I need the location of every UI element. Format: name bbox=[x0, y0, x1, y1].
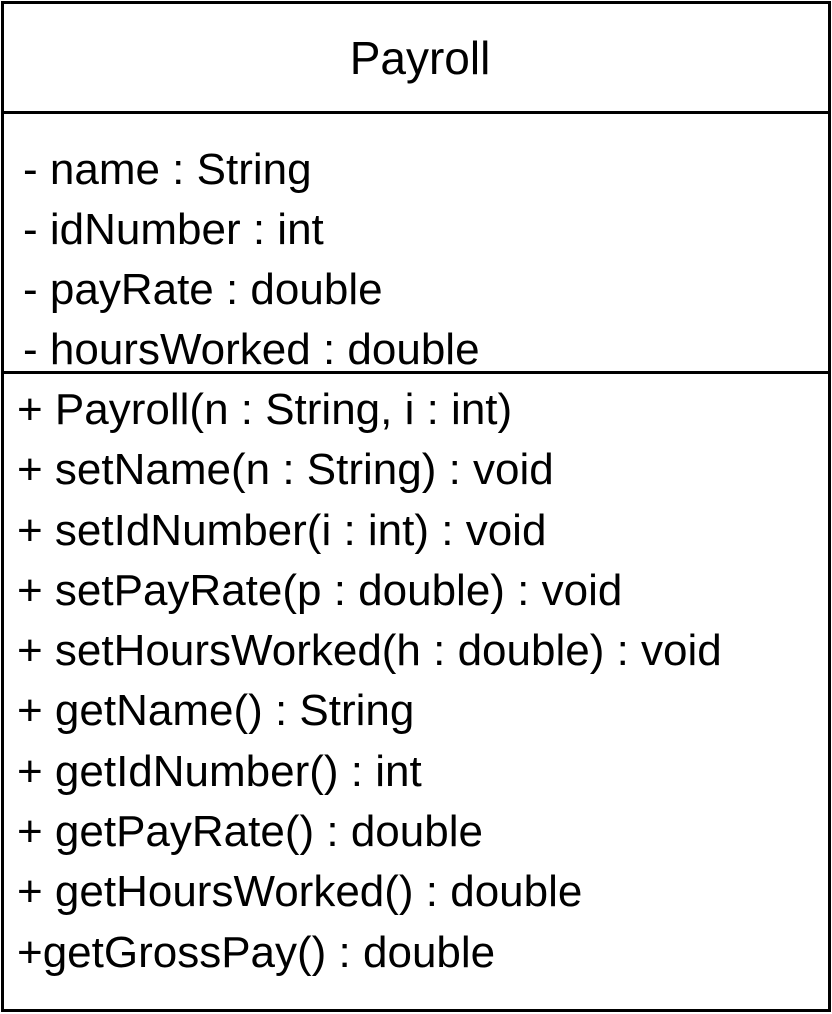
method-row: + getHoursWorked() : double bbox=[17, 867, 583, 917]
attributes-compartment: - name : String - idNumber : int - payRa… bbox=[4, 114, 828, 374]
method-row: + setPayRate(p : double) : void bbox=[17, 565, 623, 615]
method-row: + getName() : String bbox=[17, 686, 415, 736]
class-name: Payroll bbox=[349, 31, 491, 84]
method-row: + setHoursWorked(h : double) : void bbox=[17, 626, 722, 676]
method-row: + Payroll(n : String, i : int) bbox=[17, 385, 513, 434]
method-row: + getPayRate() : double bbox=[17, 807, 483, 857]
class-name-compartment: Payroll bbox=[4, 4, 828, 114]
methods-compartment: + Payroll(n : String, i : int) + setName… bbox=[4, 374, 828, 983]
attribute-row: - idNumber : int bbox=[23, 205, 324, 254]
method-row: + getIdNumber() : int bbox=[17, 746, 422, 796]
method-row: +getGrossPay() : double bbox=[17, 927, 496, 977]
attribute-row: - payRate : double bbox=[23, 265, 383, 314]
method-row: + setName(n : String) : void bbox=[17, 445, 554, 495]
method-row: + setIdNumber(i : int) : void bbox=[17, 505, 547, 555]
attribute-row: - name : String bbox=[23, 145, 312, 194]
attribute-row: - hoursWorked : double bbox=[23, 325, 480, 374]
